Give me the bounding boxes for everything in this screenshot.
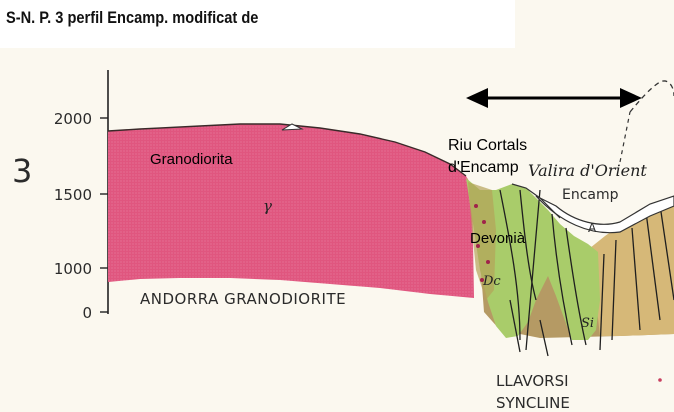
granodiorite-symbol: γ [263, 197, 272, 215]
valira-label: Valira d'Orient [528, 161, 647, 180]
granodiorite-label: Granodiorita [150, 151, 233, 168]
profile-number: 3 [12, 152, 32, 190]
anticline-marker: A [588, 221, 597, 235]
y-tick-label-2000: 2000 [54, 110, 92, 128]
silurian-code: Si [581, 316, 594, 331]
y-tick-label-1000: 1000 [54, 260, 92, 278]
y-tick-label-0: 0 [82, 304, 92, 322]
syncline-label-line1: LLAVORSI [496, 372, 569, 390]
river-label-line1: Riu Cortals [448, 137, 527, 154]
paper-corner [515, 0, 674, 48]
devonian-label: Devonià [470, 230, 526, 247]
syncline-label-line2: SYNCLINE [496, 394, 570, 412]
y-tick-label-1500: 1500 [54, 186, 92, 204]
encamp-label: Encamp [562, 187, 619, 203]
river-label-line2: d'Encamp [448, 159, 519, 176]
devonian-code: Dc [482, 274, 501, 289]
granodiorite-caption: ANDORRA GRANODIORITE [140, 290, 346, 308]
